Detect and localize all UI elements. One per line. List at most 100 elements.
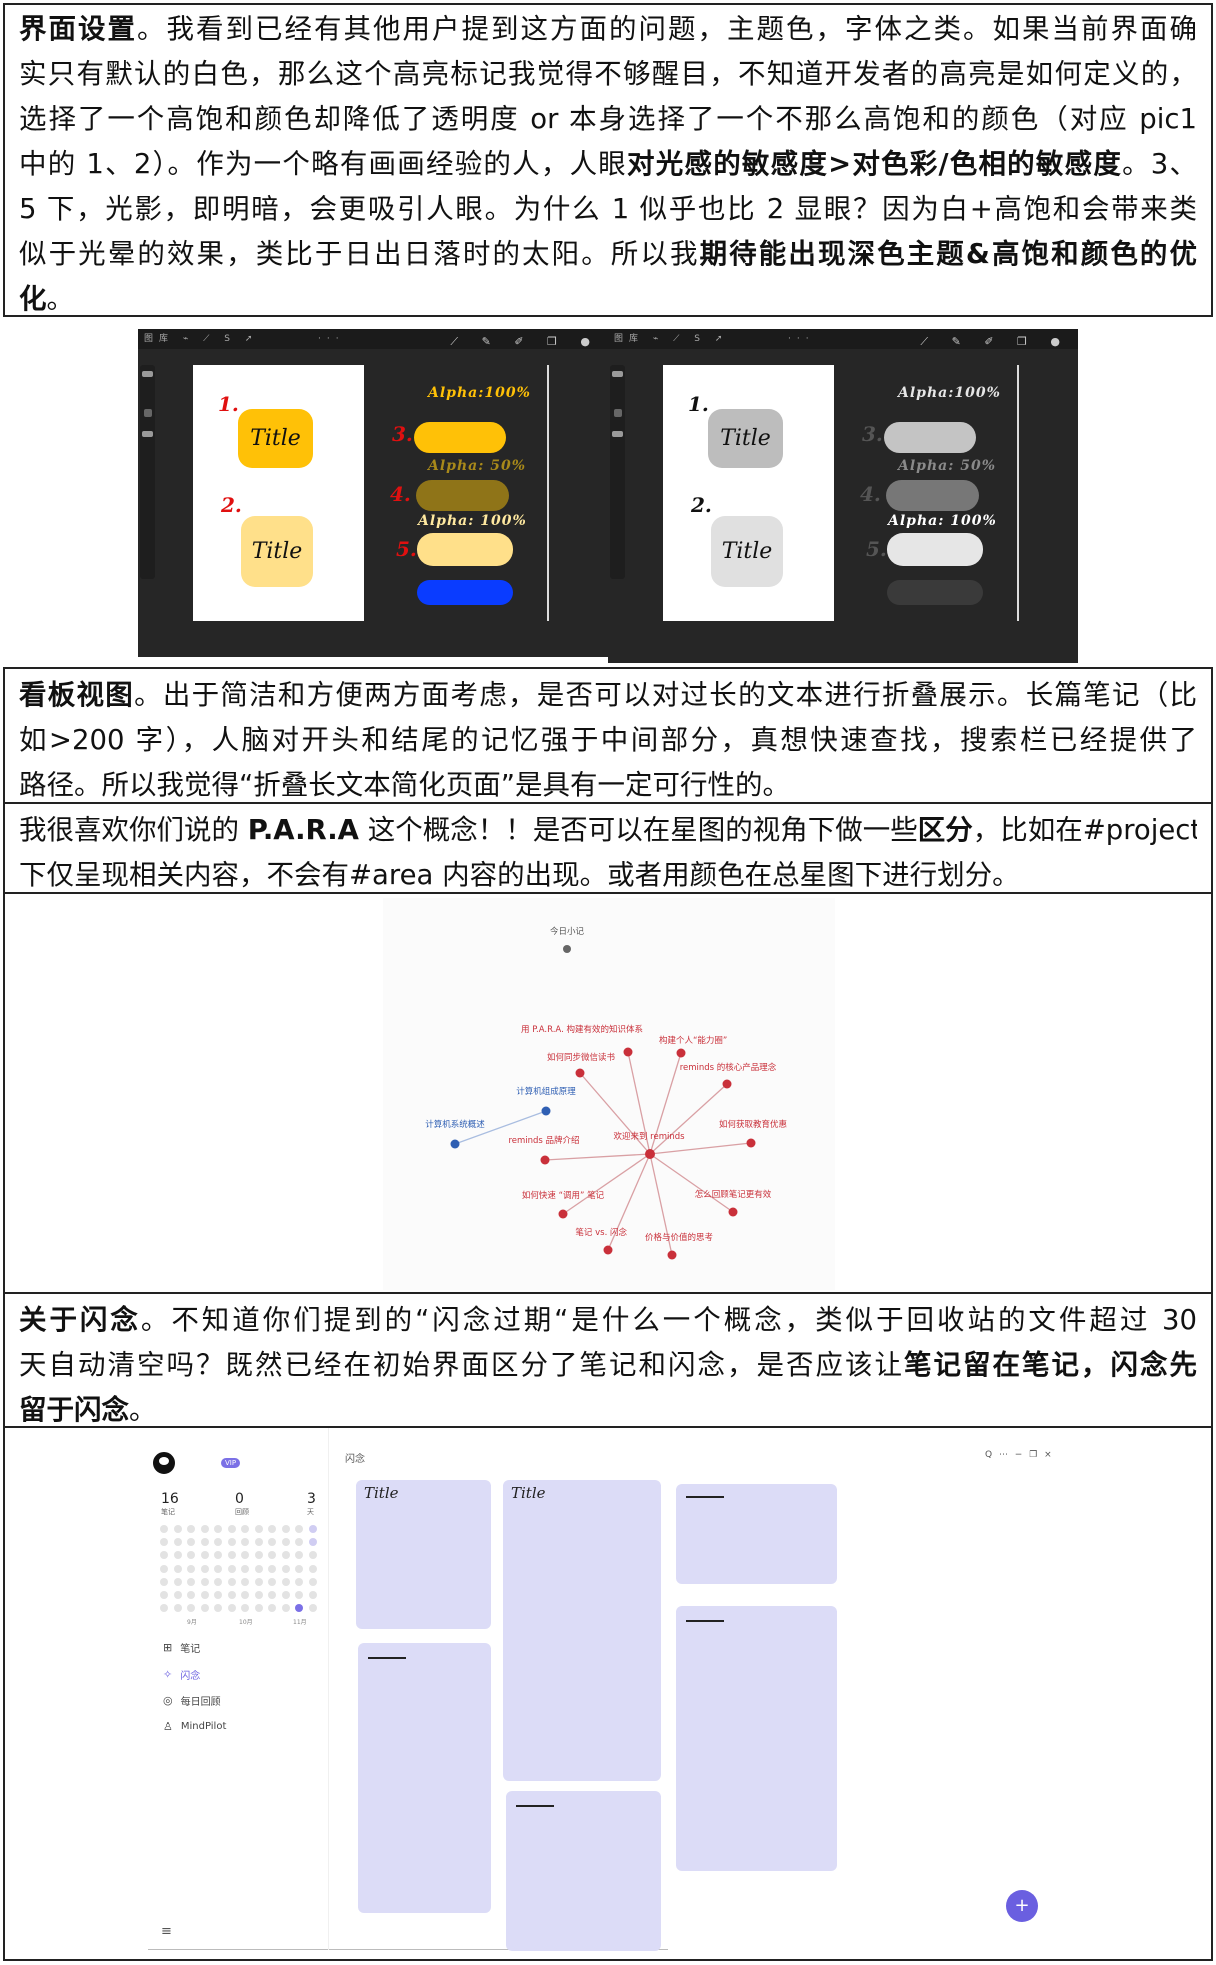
sidebar-item-label: 笔记 bbox=[180, 1644, 201, 1655]
paragraph: 看板视图。出于简洁和方便两方面考虑，是否可以对过长的文本进行折叠展示。长篇笔记（… bbox=[3, 669, 1213, 802]
note-card[interactable] bbox=[506, 1791, 661, 1951]
activity-dot bbox=[308, 1591, 317, 1599]
brush-tools[interactable]: ⟋ ✎ ✐ ❐ ● bbox=[920, 335, 1070, 348]
node-label: 用 P.A.R.A. 构建有效的知识体系 bbox=[521, 1024, 643, 1035]
activity-dot bbox=[308, 1577, 317, 1586]
activity-dot bbox=[268, 1551, 276, 1560]
procreate-screenshot-color: 图库 ⌁ ⟋ S ➚···⟋ ✎ ✐ ❐ ● 1. Title 2. Title… bbox=[138, 329, 608, 657]
more-icon[interactable]: ··· bbox=[318, 334, 345, 344]
placeholder-line bbox=[686, 1620, 724, 1622]
sidebar-item[interactable]: ✧闪念 bbox=[163, 1667, 200, 1682]
node-label: 怎么回顾笔记更有效 bbox=[695, 1189, 772, 1200]
activity-dot bbox=[173, 1551, 182, 1560]
graph-node[interactable] bbox=[450, 1139, 460, 1149]
window-controls[interactable]: Q ⋯ − ❐ × bbox=[985, 1450, 1054, 1460]
activity-dot bbox=[295, 1604, 303, 1613]
graph-edge bbox=[579, 1072, 651, 1155]
placeholder-line bbox=[686, 1496, 724, 1498]
swatch-6 bbox=[417, 580, 513, 605]
node-label: 价格与价值的思考 bbox=[645, 1232, 713, 1243]
brush-tools[interactable]: ⟋ ✎ ✐ ❐ ● bbox=[450, 335, 600, 348]
activity-dot bbox=[187, 1604, 195, 1613]
note-card[interactable]: Title bbox=[356, 1480, 491, 1629]
activity-dot bbox=[187, 1591, 195, 1599]
avatar[interactable] bbox=[153, 1452, 175, 1474]
node-label: 构建个人“能力圈” bbox=[659, 1035, 727, 1046]
activity-dot bbox=[308, 1564, 317, 1573]
note-card[interactable]: Title bbox=[503, 1480, 661, 1781]
swatch-4 bbox=[886, 480, 979, 511]
activity-dot bbox=[160, 1577, 168, 1586]
side-slider-bar[interactable] bbox=[610, 365, 625, 579]
activity-dot bbox=[173, 1538, 182, 1547]
text-line: 我很喜欢你们说的 P.A.R.A 这个概念！！是否可以在星图的视角下做一些区分，… bbox=[19, 808, 1197, 853]
title-card-1: Title bbox=[238, 409, 313, 468]
add-button[interactable]: + bbox=[1006, 1890, 1038, 1922]
graph-edge bbox=[649, 1052, 682, 1155]
activity-dot bbox=[281, 1591, 290, 1599]
graph-node[interactable] bbox=[563, 945, 571, 953]
graph-node[interactable] bbox=[746, 1138, 756, 1148]
text: 这个概念！！是否可以在星图的视角下做一些 bbox=[358, 814, 918, 846]
graph-edge bbox=[649, 1142, 752, 1155]
graph-node[interactable] bbox=[541, 1106, 551, 1116]
activity-dot bbox=[227, 1551, 236, 1560]
graph-edge bbox=[544, 1153, 651, 1161]
activity-dot bbox=[308, 1551, 317, 1560]
graph-node[interactable] bbox=[667, 1250, 677, 1260]
activity-dot bbox=[173, 1525, 182, 1533]
activity-dot bbox=[241, 1604, 249, 1613]
side-slider-bar[interactable] bbox=[140, 365, 155, 579]
toolbar-left-tools[interactable]: 图库 ⌁ ⟋ S ➚ bbox=[614, 334, 729, 344]
activity-dot bbox=[214, 1551, 222, 1560]
sidebar-item[interactable]: ◎每日回顾 bbox=[163, 1693, 221, 1708]
alpha-label: Alpha:100% bbox=[428, 385, 531, 401]
graph-center-node[interactable] bbox=[645, 1149, 655, 1159]
activity-dot bbox=[241, 1551, 249, 1560]
activity-dot bbox=[241, 1577, 249, 1586]
activity-dot bbox=[241, 1564, 249, 1573]
alpha-label: Alpha: 50% bbox=[428, 458, 527, 474]
graph-node[interactable] bbox=[558, 1209, 568, 1219]
node-label: reminds 品牌介绍 bbox=[508, 1135, 579, 1146]
activity-dot bbox=[160, 1564, 168, 1573]
menu-icon[interactable]: ≡ bbox=[161, 1924, 172, 1939]
activity-dot bbox=[187, 1525, 195, 1533]
graph-node[interactable] bbox=[575, 1068, 585, 1078]
text: 中的 1、2）。作为一个略有画画经验的人，人眼 bbox=[19, 148, 628, 180]
note-card[interactable] bbox=[358, 1643, 491, 1913]
text-line: 关于闪念。不知道你们提到的“闪念过期“是什么一个概念，类似于回收站的文件超过 3… bbox=[19, 1298, 1197, 1343]
graph-edge bbox=[649, 1153, 673, 1256]
section-interface-settings: 界面设置。我看到已经有其他用户提到这方面的问题，主题色，字体之类。如果当前界面确… bbox=[3, 3, 1213, 317]
activity-dot bbox=[200, 1604, 209, 1613]
toolbar-left-tools[interactable]: 图库 ⌁ ⟋ S ➚ bbox=[144, 334, 259, 344]
text: 。我看到已经有其他用户提到这方面的问题，主题色，字体之类。如果当前界面确 bbox=[137, 13, 1197, 45]
title-card-1: Title bbox=[708, 409, 783, 468]
graph-node[interactable] bbox=[603, 1245, 613, 1255]
activity-dot bbox=[308, 1525, 317, 1533]
sidebar-item[interactable]: ♙MindPilot bbox=[163, 1720, 226, 1733]
note-card[interactable] bbox=[676, 1484, 837, 1584]
graph-node[interactable] bbox=[623, 1047, 633, 1057]
month-label: 9月 bbox=[187, 1619, 197, 1626]
review-icon: ◎ bbox=[163, 1694, 173, 1707]
note-card[interactable] bbox=[676, 1606, 837, 1871]
graph-node[interactable] bbox=[722, 1079, 732, 1089]
text-line: 留于闪念。 bbox=[19, 1388, 1197, 1426]
month-label: 10月 bbox=[239, 1619, 253, 1626]
graph-node[interactable] bbox=[676, 1048, 686, 1058]
more-icon[interactable]: ··· bbox=[788, 334, 815, 344]
divider-line bbox=[1017, 365, 1019, 621]
node-label: 如何同步微信读书 bbox=[547, 1052, 616, 1063]
text: 我很喜欢你们说的 bbox=[19, 814, 248, 846]
activity-dot bbox=[227, 1577, 236, 1586]
graph-node[interactable] bbox=[728, 1207, 738, 1217]
activity-dot bbox=[173, 1564, 182, 1573]
graph-node[interactable] bbox=[540, 1155, 550, 1165]
activity-dot bbox=[214, 1564, 222, 1573]
node-label: 如何快速 “调用” 笔记 bbox=[522, 1190, 605, 1201]
activity-dot bbox=[281, 1577, 290, 1586]
bold-text: 期待能出现深色主题&高饱和颜色的优 bbox=[699, 238, 1197, 270]
sidebar-item[interactable]: ⊞笔记 bbox=[163, 1640, 200, 1655]
